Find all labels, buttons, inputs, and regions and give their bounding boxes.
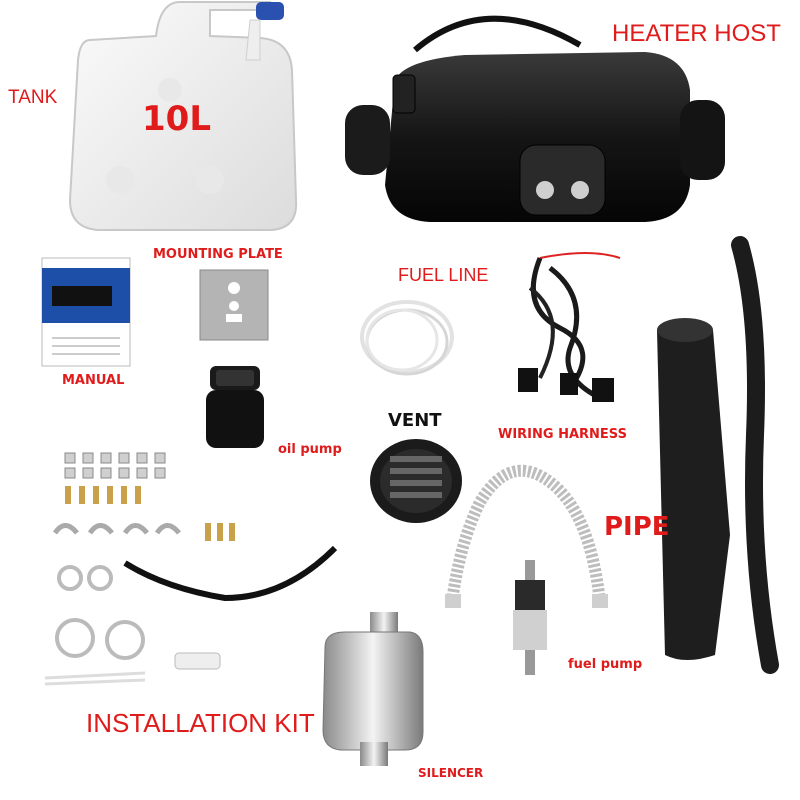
wiring-harness-label: WIRING HARNESS <box>498 427 627 442</box>
fuel-pump-label: fuel pump <box>568 657 643 672</box>
silencer-image <box>322 612 424 766</box>
wiring-harness-image <box>518 252 621 402</box>
manual-image <box>41 257 131 367</box>
installation-kit-label: INSTALLATION KIT <box>86 708 315 738</box>
manual-label: MANUAL <box>62 373 125 388</box>
heater-host-image <box>345 15 725 222</box>
installation-kit-image <box>44 452 338 686</box>
mounting-plate-label: MOUNTING PLATE <box>153 247 283 262</box>
fuel-line-image <box>360 300 454 376</box>
pipe-label: PIPE <box>604 512 670 542</box>
tank-capacity-label: 10L <box>142 99 211 139</box>
vent-image <box>370 439 462 523</box>
tank-label: TANK <box>8 87 58 108</box>
mounting-plate-image <box>199 269 269 341</box>
oil-pump-image <box>206 366 264 448</box>
exhaust-pipe-image <box>445 464 608 608</box>
heater-host-label: HEATER HOST <box>612 20 781 47</box>
fuel-tank-image <box>68 1 298 231</box>
ducting-pipe-image <box>657 236 779 674</box>
fuel-line-label: FUEL LINE <box>398 265 489 285</box>
silencer-label: SILENCER <box>418 766 484 780</box>
vent-label: VENT <box>388 410 442 431</box>
fuel-pump-image <box>513 560 547 675</box>
oil-pump-label: oil pump <box>278 442 342 457</box>
